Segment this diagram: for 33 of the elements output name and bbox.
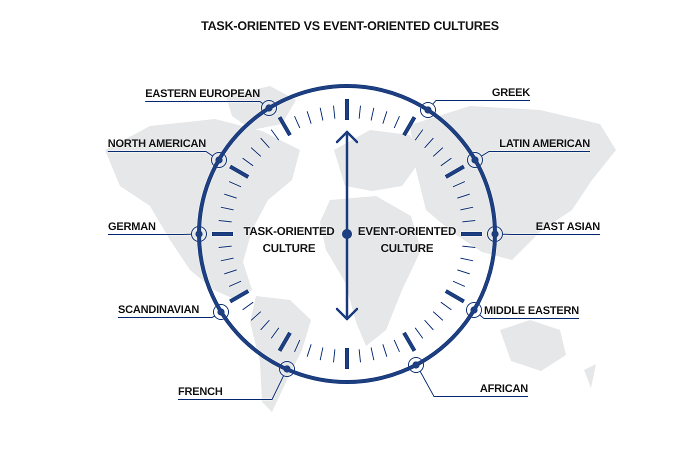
leader-line	[118, 316, 216, 318]
culture-label: TASK-ORIENTED CULTURE	[242, 225, 336, 257]
ring-marker-icon	[420, 102, 436, 118]
ring-marker-icon	[278, 361, 295, 378]
culture-label: EVENT-ORIENTED CULTURE	[356, 225, 458, 257]
ring-marker-icon	[210, 152, 227, 168]
region-label: EAST ASIAN	[512, 221, 600, 235]
region-label: GERMAN	[108, 221, 182, 235]
region-label: GREEK	[436, 87, 530, 101]
leader-line	[420, 370, 528, 397]
leader-line	[107, 151, 214, 156]
region-label: NORTH AMERICAN	[108, 138, 206, 152]
ring-marker-icon	[466, 302, 482, 318]
region-label: MIDDLE EASTERN	[484, 305, 579, 319]
ring-marker-icon	[191, 226, 207, 242]
ring-marker-icon	[467, 152, 484, 168]
ring-marker-icon	[260, 100, 277, 116]
region-label: FRENCH	[178, 386, 272, 400]
leader-line	[432, 100, 530, 105]
leader-line	[144, 101, 264, 104]
region-label: EASTERN EUROPEAN	[145, 88, 260, 102]
ring-marker-icon	[408, 356, 424, 373]
title: TASK-ORIENTED VS EVENT-ORIENTED CULTURES	[201, 19, 499, 34]
leader-line	[481, 151, 590, 157]
region-label: LATIN AMERICAN	[489, 138, 590, 152]
region-label: SCANDINAVIAN	[118, 304, 212, 318]
ring-marker-icon	[487, 226, 503, 242]
leader-line	[502, 234, 600, 235]
leader-line	[178, 375, 284, 400]
ring-marker-icon	[213, 304, 230, 320]
region-label: AFRICAN	[434, 383, 528, 397]
leader-line	[479, 314, 580, 319]
leader-line	[108, 234, 192, 235]
